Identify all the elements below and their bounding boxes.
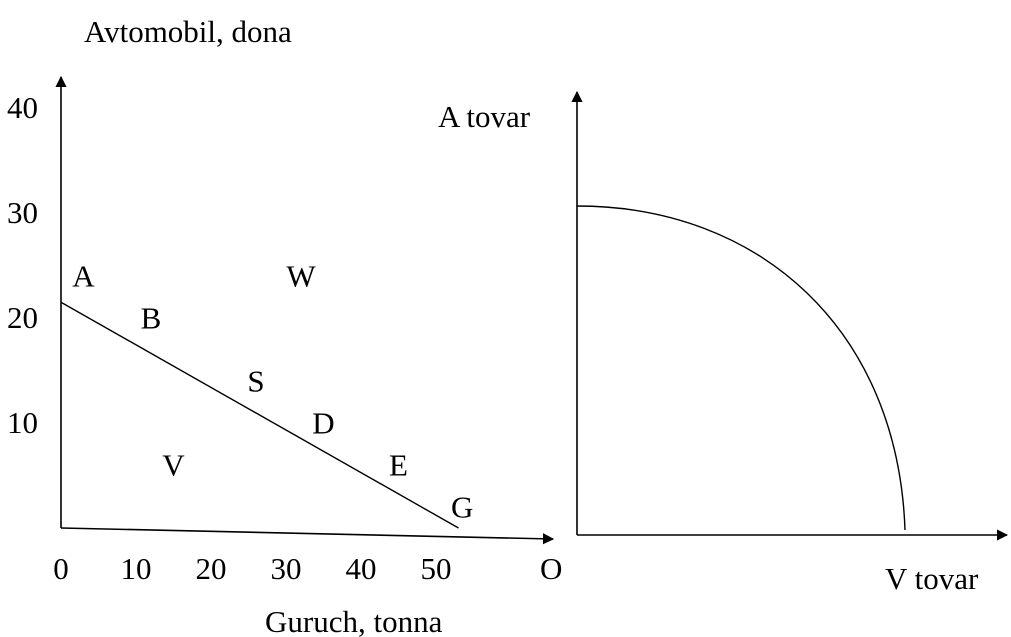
x-tick-label-40: 40	[346, 551, 377, 586]
x-tick-label-20: 20	[196, 551, 227, 586]
y-tick-label-10: 10	[7, 405, 38, 440]
point-label-G: G	[451, 490, 473, 525]
point-label-W: W	[286, 259, 316, 294]
y-tick-label-20: 20	[7, 300, 38, 335]
point-label-S: S	[247, 364, 264, 399]
left-chart: Avtomobil, dona Guruch, tonna O 0 10 20 30 4…	[7, 14, 562, 637]
right-y-axis-title: A tovar	[438, 99, 531, 134]
left-x-axis-title: Guruch, tonna	[265, 604, 443, 637]
left-point-labels: A B S D E G W V	[72, 259, 473, 525]
point-label-E: E	[389, 448, 408, 483]
point-label-B: B	[141, 301, 162, 336]
x-tick-label-50: 50	[421, 551, 452, 586]
x-tick-label-30: 30	[271, 551, 302, 586]
production-possibility-curve	[576, 205, 906, 531]
series-line-0	[60, 301, 459, 529]
y-tick-label-40: 40	[7, 90, 38, 125]
x-tick-label-10: 10	[121, 551, 152, 586]
left-y-axis-title: Avtomobil, dona	[84, 14, 292, 49]
left-x-tick-labels: 0 10 20 30 40 50	[53, 551, 451, 586]
right-chart: A tovar V tovar	[438, 90, 1009, 596]
left-x-axis	[60, 527, 555, 545]
left-y-tick-labels: 10 20 30 40	[7, 90, 38, 440]
x-tick-label-0: 0	[53, 551, 69, 586]
right-x-axis-title: V tovar	[885, 561, 979, 596]
point-label-D: D	[312, 406, 334, 441]
y-tick-label-30: 30	[7, 195, 38, 230]
point-label-V: V	[162, 448, 185, 483]
point-label-A: A	[72, 259, 95, 294]
origin-label: O	[540, 551, 562, 586]
left-series	[60, 301, 459, 529]
